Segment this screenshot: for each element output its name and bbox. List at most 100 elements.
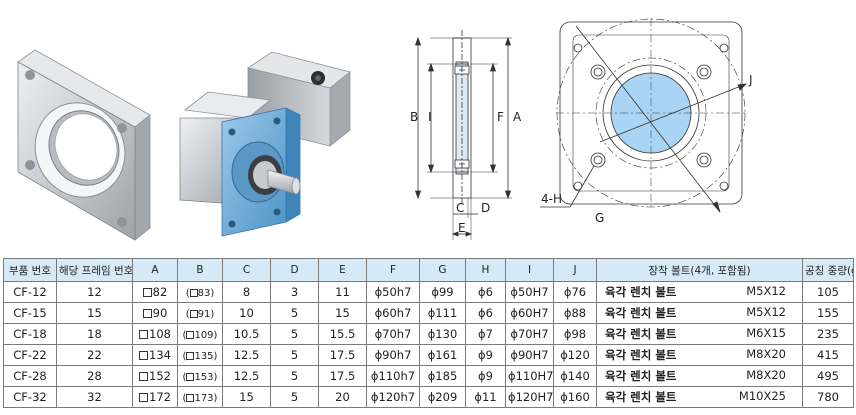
table-row: CF-32 32 172 (173) 15 5 20 ϕ120h7 ϕ209 ϕ…: [3, 386, 854, 408]
cell-f: ϕ110h7: [366, 365, 420, 387]
header-b: B: [177, 258, 223, 282]
header-weight: 공칭 중량(g): [802, 258, 854, 282]
cell-d: 3: [270, 281, 319, 303]
header-mount-bolt: 장착 볼트(4개, 포함됨): [596, 258, 803, 282]
cell-frame: 12: [56, 281, 133, 303]
cell-part: CF-22: [3, 344, 57, 366]
square-symbol: [139, 372, 149, 381]
bolt-size: M10X25: [738, 389, 786, 403]
cell-c: 10.5: [222, 323, 271, 345]
cell-j: ϕ160: [553, 386, 597, 408]
cell-h: ϕ7: [465, 323, 506, 345]
cell-a: 108: [132, 323, 178, 345]
cell-b: (173): [177, 386, 223, 408]
cell-part: CF-28: [3, 365, 57, 387]
cell-e: 15: [318, 302, 367, 324]
header-f: F: [366, 258, 420, 282]
flange-plate-render: [17, 49, 151, 241]
cell-g: ϕ161: [419, 344, 466, 366]
square-symbol: [189, 310, 198, 318]
square-symbol: [186, 352, 195, 360]
cell-part: CF-15: [3, 302, 57, 324]
dim-label-b: B: [410, 110, 418, 124]
dim-label-e: E: [458, 221, 466, 235]
header-g: G: [419, 258, 466, 282]
table-row: CF-18 18 108 (109) 10.5 5 15.5 ϕ70h7 ϕ13…: [3, 323, 854, 345]
front-view-drawing: [540, 18, 748, 213]
cell-c: 12.5: [222, 344, 271, 366]
cell-f: ϕ70h7: [366, 323, 420, 345]
cell-f: ϕ60h7: [366, 302, 420, 324]
cell-e: 11: [318, 281, 367, 303]
cell-a: 172: [132, 386, 178, 408]
cell-a: 82: [132, 281, 178, 303]
square-symbol: [139, 330, 149, 339]
cell-part: CF-12: [3, 281, 57, 303]
square-symbol: [186, 373, 195, 381]
cell-e: 17.5: [318, 344, 367, 366]
cell-d: 5: [270, 365, 319, 387]
cell-b-value: 173: [194, 393, 214, 404]
cell-j: ϕ98: [553, 323, 597, 345]
cell-b: (83): [177, 281, 223, 303]
front-view-labels: J 4-H G: [541, 73, 753, 225]
cell-h: ϕ6: [465, 302, 506, 324]
header-i: I: [505, 258, 554, 282]
header-part-no: 부품 번호: [3, 258, 57, 282]
square-symbol: [142, 309, 152, 318]
cell-d: 5: [270, 386, 319, 408]
header-h: H: [465, 258, 506, 282]
table-row: CF-15 15 90 (91) 10 5 15 ϕ60h7 ϕ111 ϕ6 ϕ…: [3, 302, 854, 324]
product-illustrations: B I F A C D E J 4-H G: [17, 18, 753, 241]
square-symbol: [139, 351, 149, 360]
table-header-row: 부품 번호 해당 프레임 번호 A B C D E F G H I J 장착 볼…: [3, 258, 854, 282]
cell-c: 10: [222, 302, 271, 324]
cell-g: ϕ130: [419, 323, 466, 345]
cell-h: ϕ6: [465, 281, 506, 303]
cell-b-value: 83: [197, 288, 211, 299]
header-c: C: [222, 258, 271, 282]
side-view-drawing: [414, 30, 512, 240]
dim-label-g: G: [595, 211, 604, 225]
table-row: CF-28 28 152 (153) 12.5 5 17.5 ϕ110h7 ϕ1…: [3, 365, 854, 387]
cell-frame: 28: [56, 365, 133, 387]
cell-weight: 780: [802, 386, 854, 408]
table-row: CF-22 22 134 (135) 12.5 5 17.5 ϕ90h7 ϕ16…: [3, 344, 854, 366]
cell-part: CF-32: [3, 386, 57, 408]
bolt-name: 육각 렌치 볼트: [605, 285, 677, 299]
cell-a-value: 134: [149, 348, 171, 362]
cell-b: (135): [177, 344, 223, 366]
square-symbol: [186, 331, 195, 339]
dim-label-i: I: [428, 110, 432, 124]
cell-a-value: 82: [152, 285, 168, 299]
bolt-size: M8X20: [746, 368, 786, 382]
bolt-size: M6X15: [746, 326, 786, 340]
cell-frame: 18: [56, 323, 133, 345]
cell-i: ϕ70H7: [505, 323, 554, 345]
bolt-name: 육각 렌치 볼트: [605, 369, 677, 383]
cell-weight: 495: [802, 365, 854, 387]
square-symbol: [189, 289, 198, 297]
cell-frame: 15: [56, 302, 133, 324]
cell-c: 8: [222, 281, 271, 303]
dim-label-f: F: [497, 110, 504, 124]
dim-label-c: C: [456, 201, 464, 215]
cell-e: 15.5: [318, 323, 367, 345]
bolt-size: M5X12: [746, 305, 786, 319]
cell-b: (91): [177, 302, 223, 324]
header-frame-no: 해당 프레임 번호: [56, 258, 133, 282]
cell-d: 5: [270, 302, 319, 324]
cell-a-value: 152: [149, 369, 171, 383]
dim-label-a: A: [513, 110, 522, 124]
bolt-size: M8X20: [746, 347, 786, 361]
cell-frame: 32: [56, 386, 133, 408]
cell-c: 15: [222, 386, 271, 408]
square-symbol: [142, 288, 152, 297]
cell-b: (153): [177, 365, 223, 387]
cell-i: ϕ110H7: [505, 365, 554, 387]
table-row: CF-12 12 82 (83) 8 3 11 ϕ50h7 ϕ99 ϕ6 ϕ50…: [3, 281, 854, 303]
